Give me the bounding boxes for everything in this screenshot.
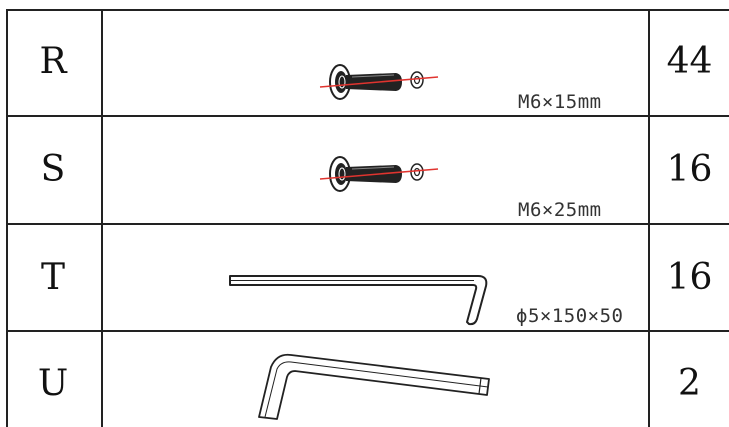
table-border-left: [6, 9, 8, 427]
part-letter: U: [37, 363, 69, 404]
hex-key-icon: [258, 353, 490, 420]
part-quantity: 2: [678, 363, 701, 404]
bolt-washer-icon: [319, 64, 439, 100]
row-divider: [6, 115, 729, 117]
row-divider: [6, 223, 729, 225]
part-spec: ϕ5×150×50: [516, 305, 624, 327]
part-letter: S: [40, 149, 66, 190]
part-quantity: 16: [666, 149, 713, 190]
part-letter: R: [39, 41, 67, 82]
hex-key-icon: [229, 275, 488, 326]
table-border-top: [6, 9, 729, 11]
part-quantity: 44: [666, 41, 713, 82]
part-spec: M6×15mm: [518, 91, 602, 113]
part-letter: T: [40, 257, 65, 298]
part-quantity: 16: [666, 257, 713, 298]
column-divider: [648, 9, 650, 427]
row-divider: [6, 330, 729, 332]
column-divider: [101, 9, 103, 427]
bolt-washer-icon: [319, 156, 439, 192]
part-spec: M6×25mm: [518, 199, 602, 221]
